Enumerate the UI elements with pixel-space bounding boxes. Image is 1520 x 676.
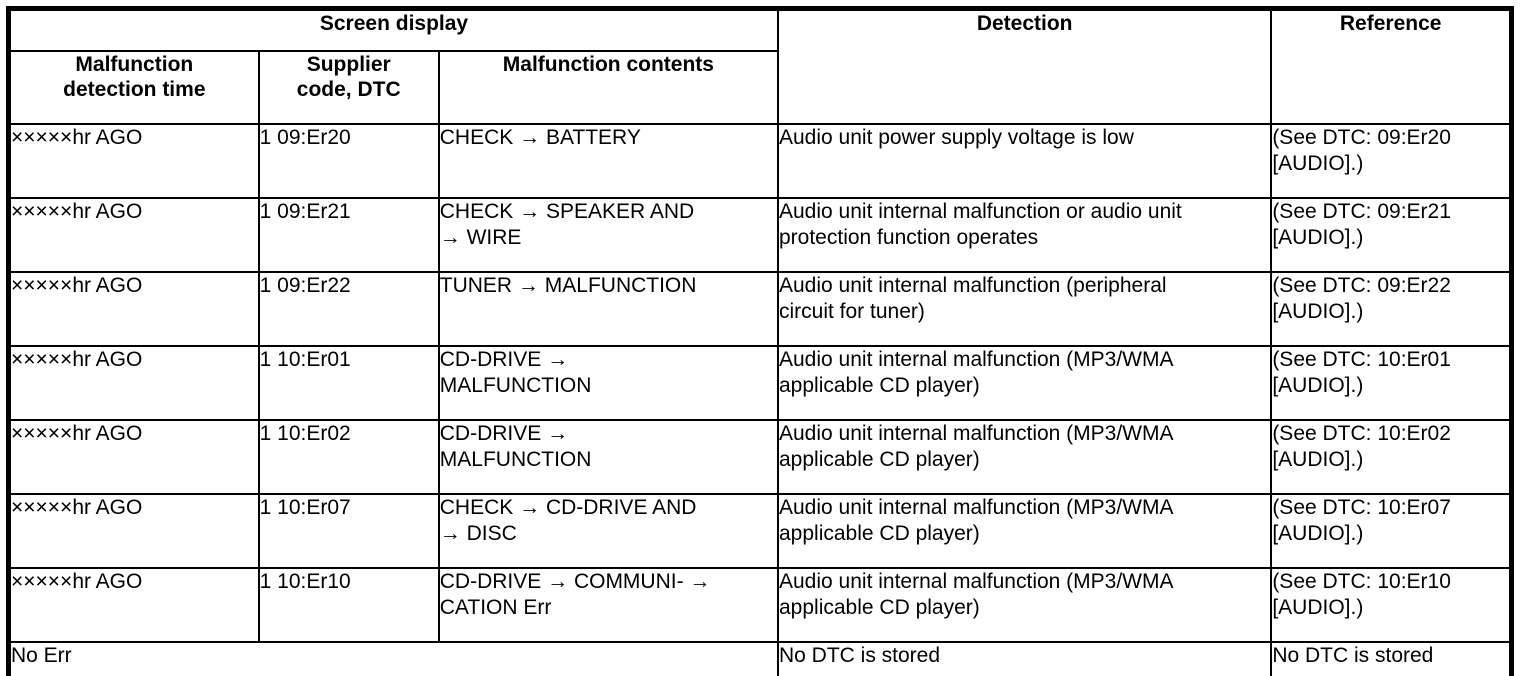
table-row: ×××××hr AGO 1 09:Er20 CHECK → BATTERY Au… [7, 123, 1513, 199]
cell-malfunction-contents: CHECK → BATTERY [437, 123, 780, 199]
cell-reference: (See DTC: 10:Er10 [AUDIO].) [1270, 567, 1513, 643]
cell-malfunction-contents: CD-DRIVE → MALFUNCTION [437, 419, 780, 495]
table-row: ×××××hr AGO 1 10:Er01 CD-DRIVE → MALFUNC… [7, 345, 1513, 421]
cell-detection: Audio unit internal malfunction (MP3/WMA… [776, 567, 1273, 643]
cell-detection: Audio unit power supply voltage is low [776, 123, 1273, 199]
cell-detection: Audio unit internal malfunction (MP3/WMA… [776, 345, 1273, 421]
cell-supplier-code: 1 10:Er01 [257, 345, 440, 421]
cell-supplier-code: 1 10:Er07 [257, 493, 440, 569]
table-row: ×××××hr AGO 1 10:Er02 CD-DRIVE → MALFUNC… [7, 419, 1513, 495]
header-malfunction-detection-time: Malfunction detection time [7, 49, 260, 126]
header-detection: Detection [776, 7, 1273, 125]
cell-malfunction-contents: CHECK → CD-DRIVE AND → DISC [437, 493, 780, 569]
header-supplier-code-dtc: Supplier code, DTC [257, 49, 440, 126]
cell-no-err: No Err [7, 641, 779, 676]
cell-reference: (See DTC: 09:Er21 [AUDIO].) [1270, 197, 1513, 273]
header-sub-row: Malfunction detection time Supplier code… [7, 49, 1512, 126]
cell-reference: (See DTC: 10:Er07 [AUDIO].) [1270, 493, 1513, 569]
cell-no-dtc-detection: No DTC is stored [776, 641, 1273, 676]
table-body: ×××××hr AGO 1 09:Er20 CHECK → BATTERY Au… [7, 123, 1513, 676]
cell-supplier-code: 1 09:Er22 [257, 271, 440, 347]
cell-detection-time: ×××××hr AGO [7, 345, 260, 421]
cell-supplier-code: 1 10:Er10 [257, 567, 440, 643]
table-row: ×××××hr AGO 1 09:Er21 CHECK → SPEAKER AN… [7, 197, 1513, 273]
header-group-row: Screen display Detection Reference [7, 7, 1513, 125]
cell-supplier-code: 1 09:Er20 [257, 123, 440, 199]
table-row-no-err: No Err No DTC is stored No DTC is stored [7, 641, 1513, 676]
cell-supplier-code: 1 10:Er02 [257, 419, 440, 495]
cell-detection-time: ×××××hr AGO [7, 123, 260, 199]
cell-malfunction-contents: CD-DRIVE → COMMUNI- → CATION Err [437, 567, 780, 643]
cell-malfunction-contents: CHECK → SPEAKER AND → WIRE [437, 197, 780, 273]
cell-detection: Audio unit internal malfunction or audio… [776, 197, 1273, 273]
header-malfunction-contents: Malfunction contents [437, 49, 780, 126]
cell-reference: (See DTC: 09:Er20 [AUDIO].) [1270, 123, 1513, 199]
cell-no-dtc-reference: No DTC is stored [1270, 641, 1513, 676]
cell-detection-time: ×××××hr AGO [7, 419, 260, 495]
header-screen-display: Screen display [7, 7, 779, 52]
table-row: ×××××hr AGO 1 09:Er22 TUNER → MALFUNCTIO… [7, 271, 1513, 347]
cell-detection-time: ×××××hr AGO [7, 197, 260, 273]
table-row: ×××××hr AGO 1 10:Er07 CHECK → CD-DRIVE A… [7, 493, 1513, 569]
cell-detection-time: ×××××hr AGO [7, 567, 260, 643]
cell-reference: (See DTC: 10:Er01 [AUDIO].) [1270, 345, 1513, 421]
cell-detection-time: ×××××hr AGO [7, 271, 260, 347]
cell-supplier-code: 1 09:Er21 [257, 197, 440, 273]
cell-detection: Audio unit internal malfunction (MP3/WMA… [776, 493, 1273, 569]
table-row: ×××××hr AGO 1 10:Er10 CD-DRIVE → COMMUNI… [7, 567, 1513, 643]
cell-detection: Audio unit internal malfunction (periphe… [776, 271, 1273, 347]
cell-detection-time: ×××××hr AGO [7, 493, 260, 569]
header-reference: Reference [1270, 7, 1513, 125]
cell-malfunction-contents: CD-DRIVE → MALFUNCTION [437, 345, 780, 421]
cell-malfunction-contents: TUNER → MALFUNCTION [437, 271, 780, 347]
cell-reference: (See DTC: 10:Er02 [AUDIO].) [1270, 419, 1513, 495]
table-header: Screen display Detection Reference Malfu… [7, 7, 1513, 126]
malfunction-dtc-table: Screen display Detection Reference Malfu… [6, 6, 1514, 676]
cell-reference: (See DTC: 09:Er22 [AUDIO].) [1270, 271, 1513, 347]
cell-detection: Audio unit internal malfunction (MP3/WMA… [776, 419, 1273, 495]
